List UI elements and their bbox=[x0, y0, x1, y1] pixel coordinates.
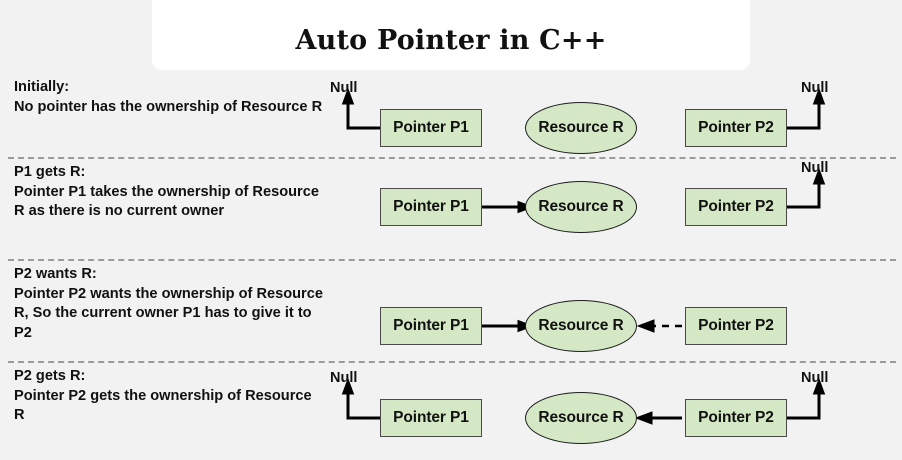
pointer-p2-node[interactable]: Pointer P2 bbox=[685, 109, 787, 147]
step-caption: P2 wants R: Pointer P2 wants the ownersh… bbox=[14, 265, 324, 343]
resource-r-node[interactable]: Resource R bbox=[525, 102, 637, 154]
page-title: Auto Pointer in C++ bbox=[295, 25, 607, 56]
null-label-right: Null bbox=[801, 80, 829, 96]
step-caption: P2 gets R: Pointer P2 gets the ownership… bbox=[14, 367, 324, 426]
step-diagram: Null Pointer P1 Resource R Pointer P2 bbox=[324, 160, 902, 259]
pointer-p2-node[interactable]: Pointer P2 bbox=[685, 399, 787, 437]
resource-r-node[interactable]: Resource R bbox=[525, 392, 637, 444]
null-label-left: Null bbox=[330, 370, 358, 386]
row-separator bbox=[8, 157, 896, 159]
step-row-p2-wants-r: P2 wants R: Pointer P2 wants the ownersh… bbox=[0, 265, 902, 361]
pointer-p1-node[interactable]: Pointer P1 bbox=[380, 109, 482, 147]
null-label-right: Null bbox=[801, 370, 829, 386]
row-separator bbox=[8, 259, 896, 261]
pointer-p2-node[interactable]: Pointer P2 bbox=[685, 188, 787, 226]
step-title: P2 wants R: bbox=[14, 266, 97, 282]
step-caption: Initially: No pointer has the ownership … bbox=[14, 78, 324, 117]
pointer-p1-node[interactable]: Pointer P1 bbox=[380, 307, 482, 345]
row-separator bbox=[8, 361, 896, 363]
step-diagram: Null Null Pointer P1 Resource R Pointer … bbox=[324, 367, 902, 460]
step-description: Pointer P1 takes the ownership of Resour… bbox=[14, 183, 319, 220]
step-row-p2-gets-r: P2 gets R: Pointer P2 gets the ownership… bbox=[0, 367, 902, 460]
null-label-right: Null bbox=[801, 160, 829, 176]
null-label-left: Null bbox=[330, 80, 358, 96]
connector-layer bbox=[482, 167, 826, 214]
step-caption: P1 gets R: Pointer P1 takes the ownershi… bbox=[14, 163, 324, 222]
step-title: P2 gets R: bbox=[14, 368, 86, 384]
step-row-p1-gets-r: P1 gets R: Pointer P1 takes the ownershi… bbox=[0, 160, 902, 259]
resource-r-node[interactable]: Resource R bbox=[525, 181, 637, 233]
pointer-p1-node[interactable]: Pointer P1 bbox=[380, 399, 482, 437]
step-diagram: Null Null Pointer P1 Resource R Pointer … bbox=[324, 78, 902, 157]
title-card: Auto Pointer in C++ bbox=[152, 0, 750, 70]
connector-layer bbox=[341, 87, 826, 130]
step-description: No pointer has the ownership of Resource… bbox=[14, 98, 323, 115]
step-description: Pointer P2 wants the ownership of Resour… bbox=[14, 285, 323, 341]
resource-r-node[interactable]: Resource R bbox=[525, 300, 637, 352]
pointer-p1-node[interactable]: Pointer P1 bbox=[380, 188, 482, 226]
step-row-initially: Initially: No pointer has the ownership … bbox=[0, 78, 902, 157]
pointer-p2-node[interactable]: Pointer P2 bbox=[685, 307, 787, 345]
step-title: P1 gets R: bbox=[14, 164, 86, 180]
step-description: Pointer P2 gets the ownership of Resourc… bbox=[14, 387, 312, 424]
step-diagram: R (dashed arrow left) --> Pointer P1 Res… bbox=[324, 265, 902, 361]
connector-layer bbox=[341, 377, 826, 425]
step-title: Initially: bbox=[14, 79, 70, 95]
